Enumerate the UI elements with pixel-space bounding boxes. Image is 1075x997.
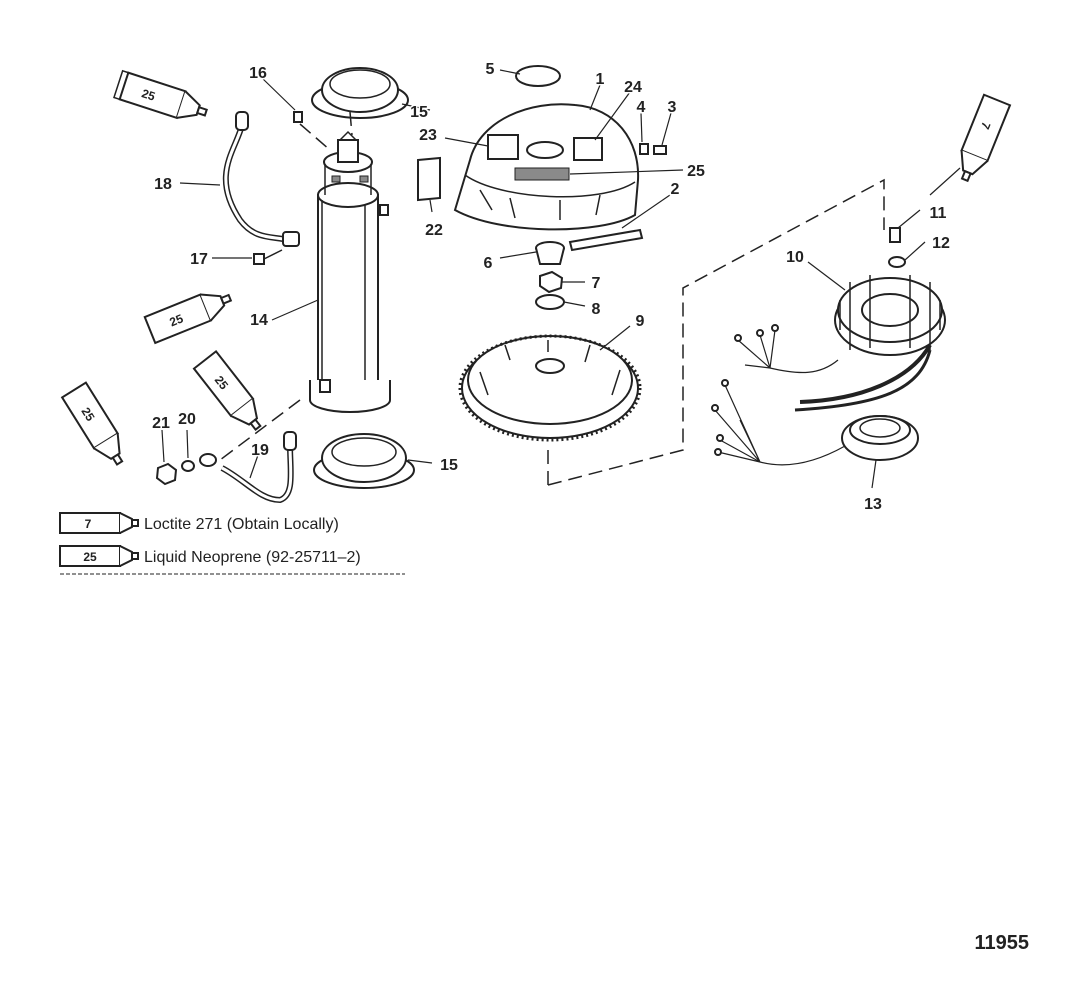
callout: 1	[596, 71, 605, 88]
callout: 15	[440, 457, 458, 474]
nut-4	[639, 143, 649, 155]
tube-marker: 25	[168, 311, 186, 329]
callout: 25	[687, 163, 705, 180]
stator-leads	[734, 324, 932, 412]
callout: 10	[786, 249, 804, 266]
callout: 22	[425, 222, 443, 239]
callout: 12	[932, 235, 950, 252]
callout: 18	[154, 176, 172, 193]
collar-upper	[311, 67, 409, 119]
callout: 6	[484, 255, 493, 272]
washer-8	[535, 294, 565, 310]
legend-text: Liquid Neoprene (92-25711–2)	[144, 549, 361, 566]
callout: 11	[930, 205, 947, 222]
cable-18	[222, 111, 300, 247]
callout: 19	[251, 442, 269, 459]
callout: 20	[178, 411, 196, 428]
sealant-tube-icon: 7	[960, 93, 1012, 183]
callout: 21	[152, 415, 170, 432]
callout: 8	[592, 301, 601, 318]
callout: 13	[864, 496, 882, 513]
legend-code: 25	[83, 550, 97, 564]
leader-lines	[161, 69, 961, 489]
legend-code: 7	[85, 517, 92, 531]
screw-16	[293, 111, 303, 123]
screw-11	[889, 227, 901, 243]
hub-6	[535, 241, 565, 265]
washer-12	[888, 256, 906, 268]
callout: 5	[486, 61, 495, 78]
callout: 14	[250, 312, 268, 329]
sealant-tube-icon: 25	[192, 349, 262, 432]
decal-2	[568, 228, 644, 252]
callout: 17	[190, 251, 208, 268]
starter-motor	[309, 130, 391, 413]
legend-item: 7 Loctite 271 (Obtain Locally)	[59, 512, 339, 534]
callout: 4	[637, 99, 646, 116]
callout: 2	[671, 181, 680, 198]
tube-marker: 7	[978, 120, 994, 132]
callout: 7	[592, 275, 601, 292]
stator	[834, 275, 946, 356]
trigger	[711, 379, 919, 466]
plug-5	[515, 65, 561, 87]
legend-text: Loctite 271 (Obtain Locally)	[144, 516, 339, 533]
nut-7	[539, 270, 564, 294]
clip-22	[417, 156, 441, 202]
callout: 9	[636, 313, 645, 330]
washer-20	[181, 460, 195, 472]
legend: 7 Loctite 271 (Obtain Locally) 25 Liquid…	[59, 512, 405, 575]
tube-marker: 25	[140, 86, 157, 104]
nut-21	[155, 462, 178, 486]
flywheel	[458, 334, 642, 442]
callout: 15	[410, 104, 428, 121]
assembly-lines	[219, 111, 885, 486]
cable-19	[199, 431, 297, 504]
callout: 3	[668, 99, 677, 116]
figure-number: 11955	[974, 932, 1029, 954]
bolt-17	[253, 249, 283, 265]
callout: 23	[419, 127, 437, 144]
flywheel-cover	[453, 103, 640, 231]
sealant-tube-icon: 25	[60, 381, 124, 466]
callout-labels: 1 2 3 4 5 6 7 8 9 10 11 12 13 14 15 15 1…	[151, 60, 952, 515]
sealant-tube-icon: 25	[113, 69, 208, 120]
bolt-3	[653, 145, 667, 155]
callout: 24	[624, 79, 642, 96]
collar-lower	[313, 433, 415, 489]
legend-item: 25 Liquid Neoprene (92-25711–2)	[59, 545, 361, 567]
sealant-tube-icon: 25	[143, 293, 233, 345]
callout: 16	[249, 65, 267, 82]
